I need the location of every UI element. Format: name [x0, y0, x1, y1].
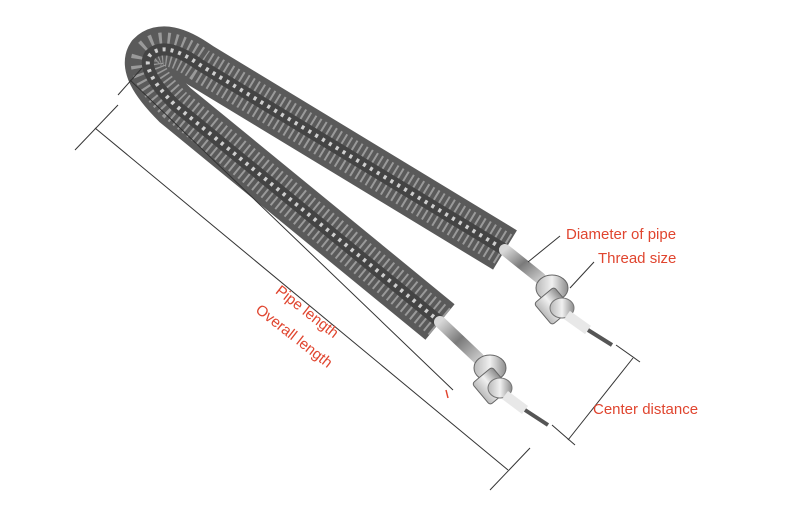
pipe-length-line	[129, 79, 454, 391]
overall-length-tick-top	[74, 104, 119, 151]
thread-leader	[569, 261, 595, 289]
finned-u-tube	[124, 26, 517, 340]
lower-fitting	[472, 354, 550, 427]
center-distance-tick-a	[551, 424, 576, 446]
overall-length-line	[94, 127, 509, 471]
label-thread-size: Thread size	[598, 250, 677, 267]
pipe-length-tick-top	[117, 67, 143, 96]
label-diameter-of-pipe: Diameter of pipe	[566, 226, 677, 243]
pipe-length-marker	[445, 389, 449, 399]
diameter-leader	[527, 235, 561, 263]
center-distance-tick-b	[615, 344, 641, 363]
leader-lines	[527, 235, 595, 289]
center-distance-line	[567, 357, 634, 441]
label-center-distance: Center distance	[593, 401, 699, 418]
upper-fitting	[534, 274, 614, 347]
dimension-lines	[74, 67, 641, 491]
bare-pipe-ends	[434, 244, 546, 364]
overall-length-tick-bottom	[489, 447, 531, 491]
